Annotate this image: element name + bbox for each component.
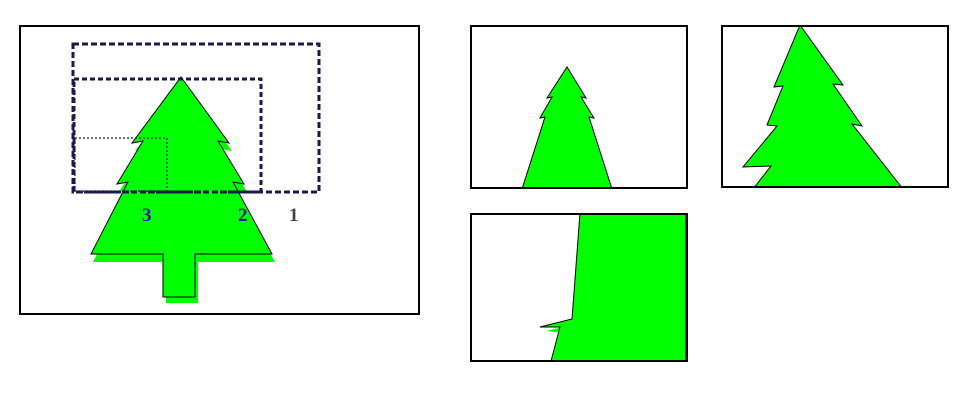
zoom-view-1-canvas: [522, 66, 612, 187]
zoom-view-3-panel: [470, 213, 688, 362]
overview-canvas: [71, 42, 321, 303]
tree-shape: [539, 215, 686, 360]
zoom-view-1-panel: [470, 25, 688, 189]
overview-panel: 3 2 1: [19, 25, 420, 315]
tree-shape: [90, 76, 273, 298]
zoom-rect-2: [72, 77, 263, 194]
zoom-view-2-canvas: [741, 27, 902, 186]
zoom-view-3-canvas: [539, 215, 686, 360]
tree-shape: [522, 66, 612, 187]
zoom-label-2: 2: [238, 205, 248, 226]
tree-shape: [741, 27, 902, 186]
zoom-label-1: 1: [289, 205, 299, 226]
zoom-label-3: 3: [142, 205, 152, 226]
zoom-rect-3: [74, 137, 168, 192]
zoom-view-2-panel: [721, 25, 949, 188]
